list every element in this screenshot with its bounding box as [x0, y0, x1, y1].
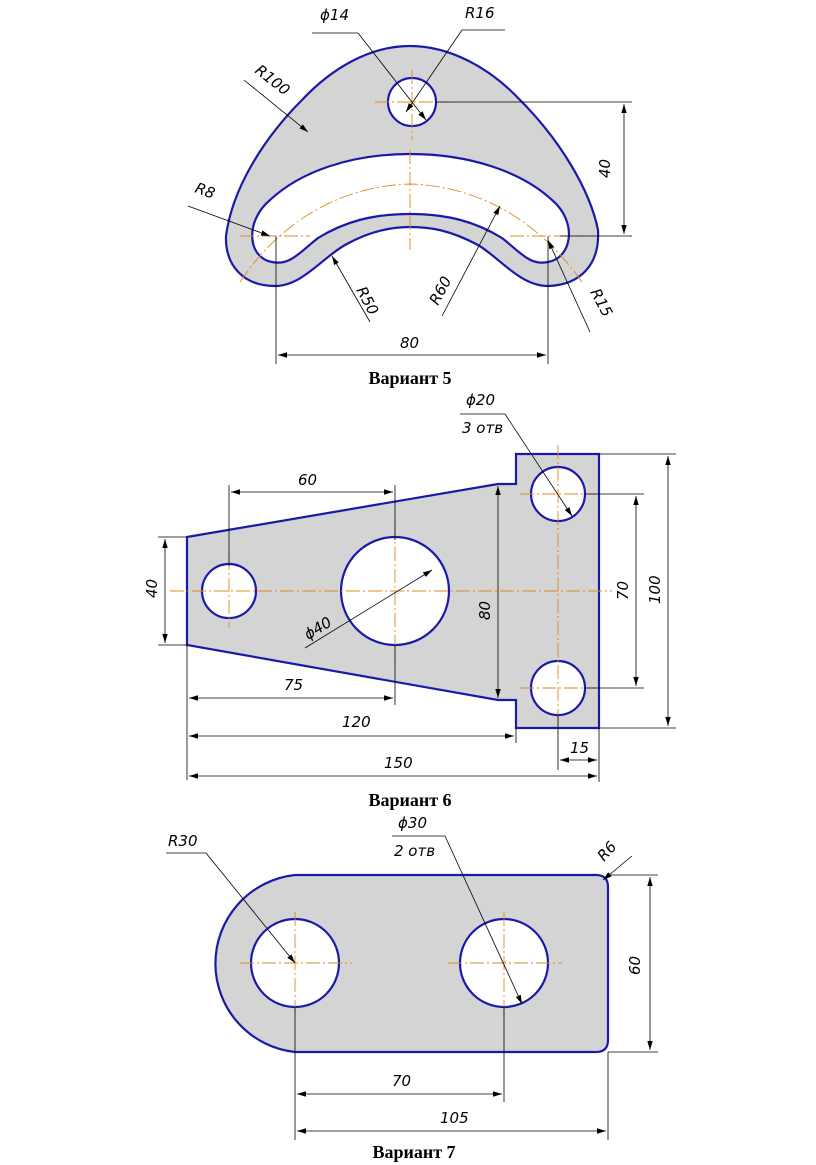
variant7-dim-70: 70: [392, 1072, 411, 1090]
variant5-dim-r60: R60: [426, 273, 456, 308]
variant5-slot-arc-centerline: [239, 183, 583, 283]
variant6-phi40-leader: [304, 569, 433, 649]
variant7-caption: Вариант 7: [372, 1142, 455, 1162]
variant6-caption: Вариант 6: [368, 790, 451, 810]
variant7-r6-leader: [602, 855, 633, 881]
variant7-dim-r30: R30: [168, 832, 198, 850]
variant6-dim-phi20: ϕ20: [466, 391, 495, 409]
variant5-dim-r100: R100: [252, 61, 294, 99]
variant5-dim-r15: R15: [586, 285, 616, 320]
variant7-dim-r6: R6: [594, 838, 621, 865]
variant5-dim-r8: R8: [193, 179, 218, 203]
variant6-dim-75: 75: [284, 676, 303, 694]
variant7-dim-phi30: ϕ30: [398, 814, 427, 832]
variant5-caption: Вариант 5: [368, 368, 451, 388]
variant5-drawing: ϕ14 R16 R100 R8 40 R50 R60 R15 80 Вариан…: [187, 4, 632, 388]
variant5-dim-40: 40: [596, 159, 614, 178]
variant6-dim-80: 80: [476, 601, 494, 620]
variant6-dim-100: 100: [646, 575, 664, 604]
variant6-dim-150: 150: [384, 754, 413, 772]
variant7-dim-60: 60: [626, 956, 644, 975]
variant6-dim-60: 60: [298, 471, 317, 489]
variant6-dim-hole-count: 3 отв: [462, 419, 503, 437]
variant5-dim-r50: R50: [352, 283, 382, 318]
variant7-r30-leader: [205, 852, 296, 964]
variant5-r60-leader: [441, 205, 501, 317]
variant7-dim-105: 105: [440, 1109, 469, 1127]
variant5-dim-phi14: ϕ14: [320, 6, 349, 24]
variant5-phi14-leader: [357, 32, 427, 121]
variant5-slot: [251, 152, 570, 264]
variant7-drawing: R30 ϕ30 2 отв R6 60 70 105 Вариант 7: [166, 814, 658, 1162]
variant6-dim-120: 120: [342, 713, 371, 731]
variant5-dim-r16: R16: [465, 4, 495, 22]
variant5-r50-leader: [331, 255, 371, 323]
variant6-phi20-leader: [504, 413, 573, 517]
variant5-r100-leader: [243, 79, 309, 133]
variant6-dim-15: 15: [570, 739, 589, 757]
variant6-drawing: ϕ20 3 отв 60 40 ϕ40 80 70 100 75: [143, 391, 676, 810]
variant5-r8-leader: [187, 205, 271, 237]
variant7-phi30-leader: [444, 835, 523, 1005]
variant5-r16-leader: [405, 29, 463, 113]
variant6-dim-40: 40: [143, 579, 161, 598]
variant5-r15-leader: [547, 239, 591, 333]
variant7-dim-hole-count: 2 отв: [394, 842, 435, 860]
variant5-dim-80: 80: [400, 334, 419, 352]
variant6-dim-70: 70: [614, 581, 632, 600]
